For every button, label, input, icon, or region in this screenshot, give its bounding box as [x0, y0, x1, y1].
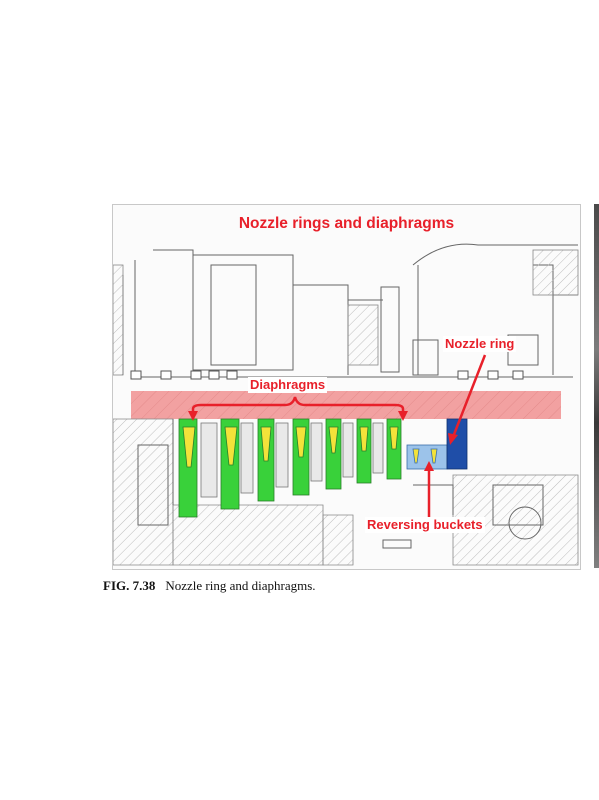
turbine-cross-section-drawing	[113, 243, 579, 566]
nozzle-ring	[446, 418, 468, 470]
casing-bolts	[130, 370, 524, 380]
diaphragm-stage	[178, 418, 218, 518]
diaphragm-stages	[178, 418, 402, 518]
callout-reversing-buckets: Reversing buckets	[365, 517, 485, 533]
diaphragm-stage	[386, 418, 402, 480]
callout-diaphragms: Diaphragms	[248, 377, 328, 393]
lower-casing-lines	[137, 419, 544, 549]
diaphragm-stage	[257, 418, 289, 502]
diaphragm-stage	[220, 418, 254, 510]
figure-title: Nozzle rings and diaphragms	[238, 215, 455, 232]
figure-caption: FIG. 7.38 Nozzle ring and diaphragms.	[103, 578, 316, 594]
figure-label: FIG. 7.38	[103, 578, 156, 593]
lower-hatch-areas	[113, 418, 579, 566]
upper-hatch-areas	[113, 249, 579, 376]
caption-text: Nozzle ring and diaphragms.	[165, 578, 316, 593]
figure-image: Nozzle rings and diaphragms Diaphragms N…	[112, 204, 581, 570]
callout-arrows	[191, 354, 487, 517]
arrow-heads	[188, 411, 458, 471]
diaphragm-stage	[325, 418, 354, 490]
adjacent-photo-edge	[594, 204, 599, 568]
callout-nozzle-ring: Nozzle ring	[443, 336, 517, 352]
diaphragm-stage	[292, 418, 323, 496]
diaphragm-stage	[356, 418, 384, 484]
